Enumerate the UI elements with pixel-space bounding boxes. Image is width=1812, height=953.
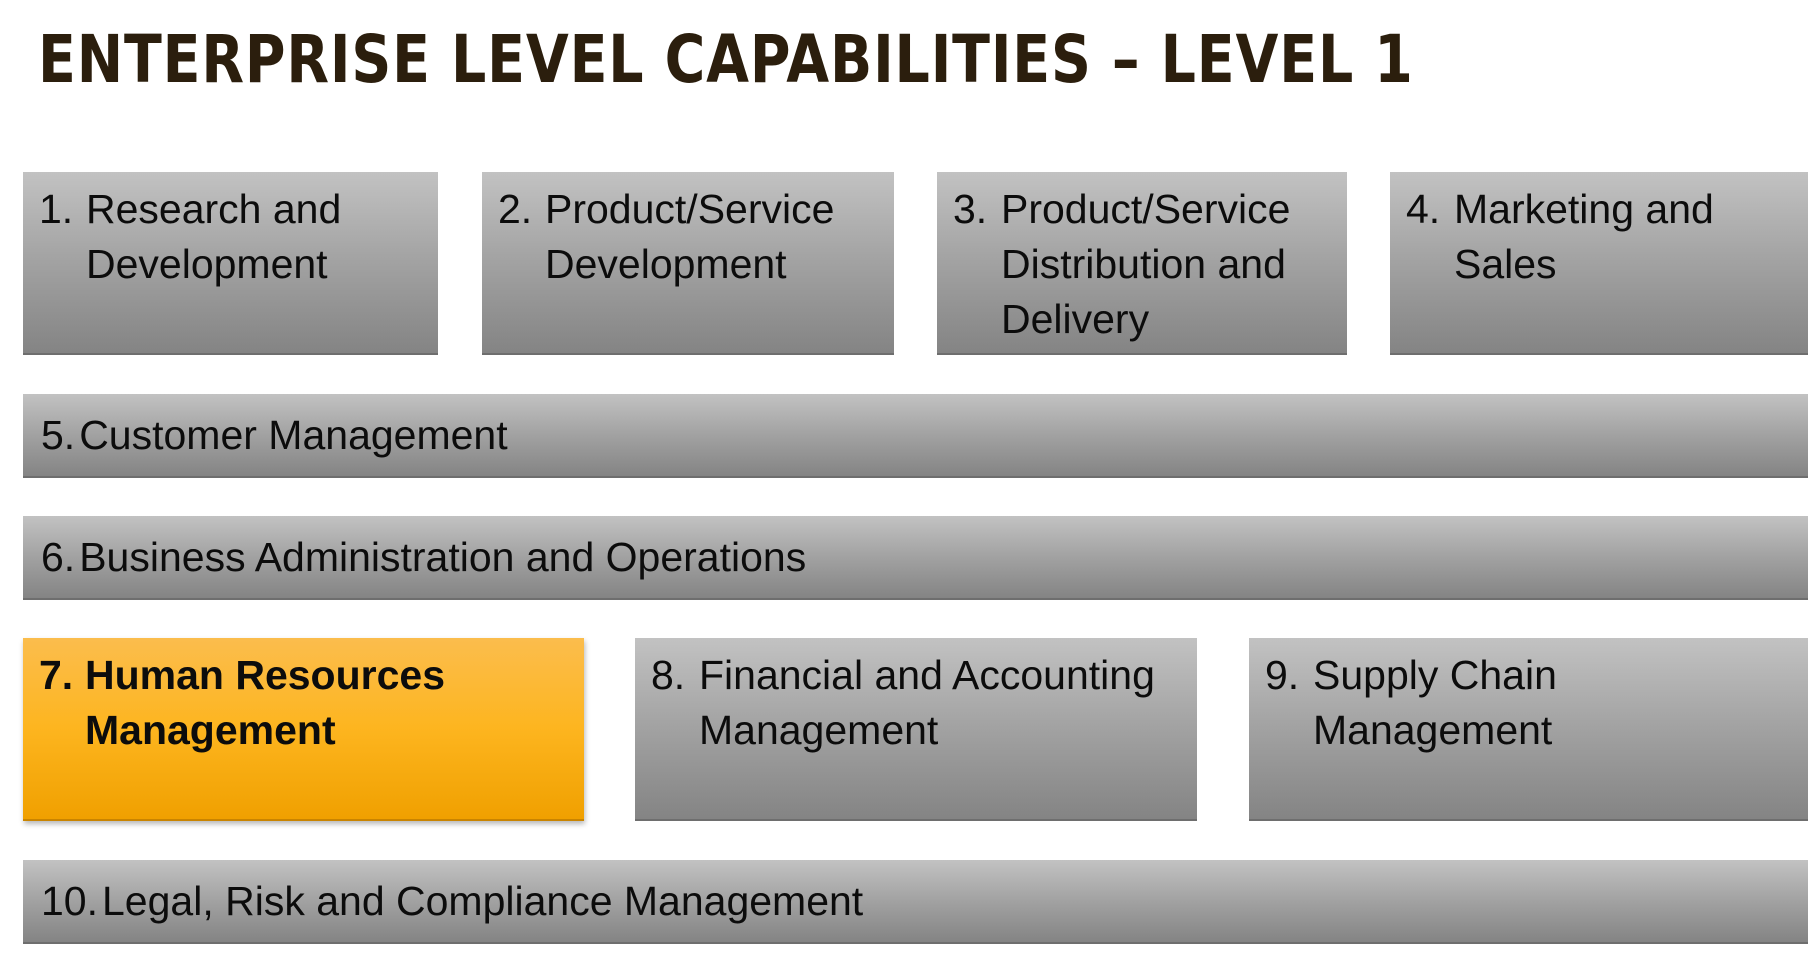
capability-label: Business Administration and Operations [79, 533, 807, 580]
capability-label: Marketing and Sales [1454, 186, 1714, 287]
capability-number: 8. [651, 652, 686, 698]
capability-number: 10. [41, 877, 98, 924]
capability-box-2: 2. Product/Service Development [482, 172, 894, 355]
capability-label: Research and Development [86, 186, 342, 287]
capability-number: 5. [41, 411, 76, 458]
capability-box-7-highlighted: 7. Human Resources Management [23, 638, 584, 821]
capability-label: Customer Management [79, 411, 508, 458]
capability-box-3: 3. Product/Service Distribution and Deli… [937, 172, 1347, 355]
capability-label: Product/Service Distribution and Deliver… [1001, 186, 1291, 342]
capability-box-5: 5. Customer Management [23, 394, 1808, 478]
capability-number: 1. [39, 186, 74, 232]
capability-label: Financial and Accounting Management [699, 652, 1155, 753]
capability-number: 2. [498, 186, 533, 232]
capability-label: Legal, Risk and Compliance Management [102, 877, 864, 924]
capability-box-10: 10. Legal, Risk and Compliance Managemen… [23, 860, 1808, 944]
page-title: ENTERPRISE LEVEL CAPABILITIES – LEVEL 1 [38, 21, 1414, 98]
capability-box-6: 6. Business Administration and Operation… [23, 516, 1808, 600]
capability-box-9: 9. Supply Chain Management [1249, 638, 1808, 821]
capability-number: 7. [39, 652, 74, 698]
capability-label: Human Resources Management [85, 652, 446, 753]
capability-number: 4. [1406, 186, 1441, 232]
capability-label: Product/Service Development [545, 186, 835, 287]
capability-number: 6. [41, 533, 76, 580]
capability-box-4: 4. Marketing and Sales [1390, 172, 1808, 355]
capability-number: 9. [1265, 652, 1300, 698]
capability-box-1: 1. Research and Development [23, 172, 438, 355]
capability-box-8: 8. Financial and Accounting Management [635, 638, 1197, 821]
capability-label: Supply Chain Management [1313, 652, 1557, 753]
capability-number: 3. [953, 186, 988, 232]
